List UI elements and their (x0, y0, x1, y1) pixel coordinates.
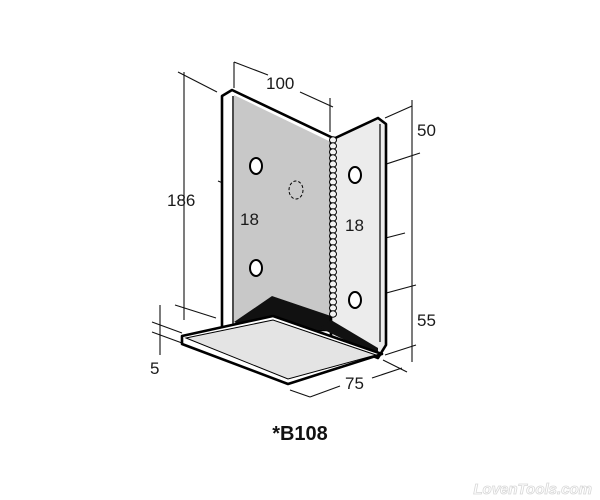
weld-bead-segment (329, 292, 337, 300)
weld-bead-segment (329, 202, 337, 210)
weld-bead-segment (329, 256, 337, 264)
weld-bead-segment (329, 298, 337, 306)
weld-bead-segment (329, 238, 337, 246)
dim-hole-right-label: 18 (345, 216, 364, 235)
weld-bead-segment (329, 232, 337, 240)
weld-bead-segment (329, 178, 337, 186)
weld-bead-segment (329, 244, 337, 252)
weld-bead-segment (329, 148, 337, 156)
weld-bead-segment (329, 268, 337, 276)
hidden-hole-icon (288, 180, 304, 200)
weld-bead-segment (329, 274, 337, 282)
weld-bead-segment (329, 190, 337, 198)
hole-icon (249, 259, 263, 277)
dim-top-offset-label: 50 (417, 121, 436, 140)
dim-width-label: 100 (266, 74, 294, 93)
weld-bead-segment (329, 184, 337, 192)
watermark-logo: LovenTools.com (473, 481, 592, 498)
weld-bead-segment (329, 226, 337, 234)
dim-thickness-label: 5 (150, 359, 159, 378)
weld-bead-segment (329, 262, 337, 270)
dim-bottom-offset-label: 55 (417, 311, 436, 330)
hole-icon (348, 291, 362, 309)
dim-depth-label: 75 (345, 374, 364, 393)
weld-bead-segment (329, 196, 337, 204)
weld-bead-segment (329, 166, 337, 174)
part-code: *B108 (272, 423, 328, 445)
weld-bead-segment (329, 154, 337, 162)
dim-hole-left-label: 18 (240, 210, 259, 229)
weld-bead-segment (329, 304, 337, 312)
hole-icon (249, 157, 263, 175)
weld-bead-segment (329, 214, 337, 222)
weld-bead-segment (329, 250, 337, 258)
weld-bead-segment (329, 220, 337, 228)
weld-bead-segment (329, 172, 337, 180)
holes (249, 157, 362, 309)
base-plate (180, 314, 384, 386)
left-plate (220, 88, 335, 332)
weld-bead-segment (329, 286, 337, 294)
weld-bead-segment (329, 160, 337, 168)
hole-icon (348, 166, 362, 184)
weld-bead-segment (329, 142, 337, 150)
weld-bead-segment (329, 280, 337, 288)
weld-bead (329, 136, 337, 318)
dim-height-label: 186 (167, 191, 195, 210)
weld-bead-segment (329, 310, 337, 318)
weld-bead-segment (329, 208, 337, 216)
weld-bead-segment (329, 136, 337, 144)
